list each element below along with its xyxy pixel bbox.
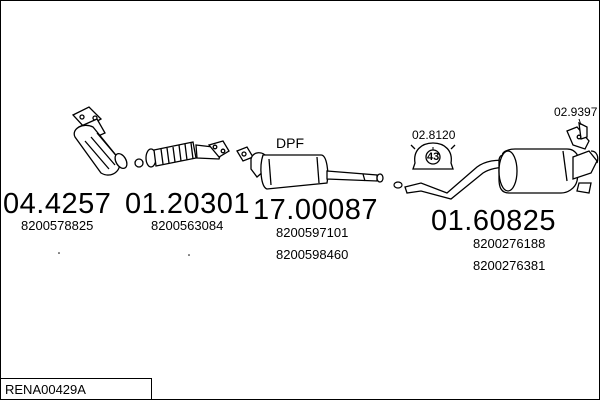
- part-number-front-pipe: 01.20301: [125, 188, 250, 220]
- dot-mark: [188, 254, 190, 256]
- leader-lines: [432, 118, 582, 150]
- part-number-catalytic: 04.4257: [3, 188, 112, 220]
- catalytic-converter-drawing: [71, 106, 128, 176]
- rubber-hanger-drawing: [410, 142, 456, 170]
- dpf-drawing: [236, 146, 384, 190]
- part-number-dpf: 17.00087: [253, 194, 378, 226]
- rear-silencer-drawing: [404, 148, 599, 200]
- oem-number-catalytic: 8200578825: [21, 218, 94, 233]
- set-code: RENA00429A: [5, 382, 86, 397]
- dpf-label: DPF: [276, 135, 304, 151]
- part-number-hanger: 02.8120: [412, 128, 456, 142]
- oem-number-dpf-2: 8200598460: [276, 247, 349, 262]
- dot-mark: [58, 252, 60, 254]
- hanger-badge: 43: [427, 151, 440, 163]
- set-code-box: RENA00429A: [1, 378, 152, 399]
- oem-number-rear-silencer-2: 8200276381: [473, 258, 546, 273]
- oem-number-front-pipe: 8200563084: [151, 218, 224, 233]
- part-number-rear-silencer: 01.60825: [431, 205, 556, 237]
- oem-number-dpf-1: 8200597101: [276, 225, 349, 240]
- oem-number-rear-silencer-1: 8200276188: [473, 236, 546, 251]
- front-pipe-drawing: [134, 140, 230, 168]
- mounting-bracket-drawing: [566, 121, 590, 150]
- part-number-bracket: 02.9397: [554, 105, 598, 119]
